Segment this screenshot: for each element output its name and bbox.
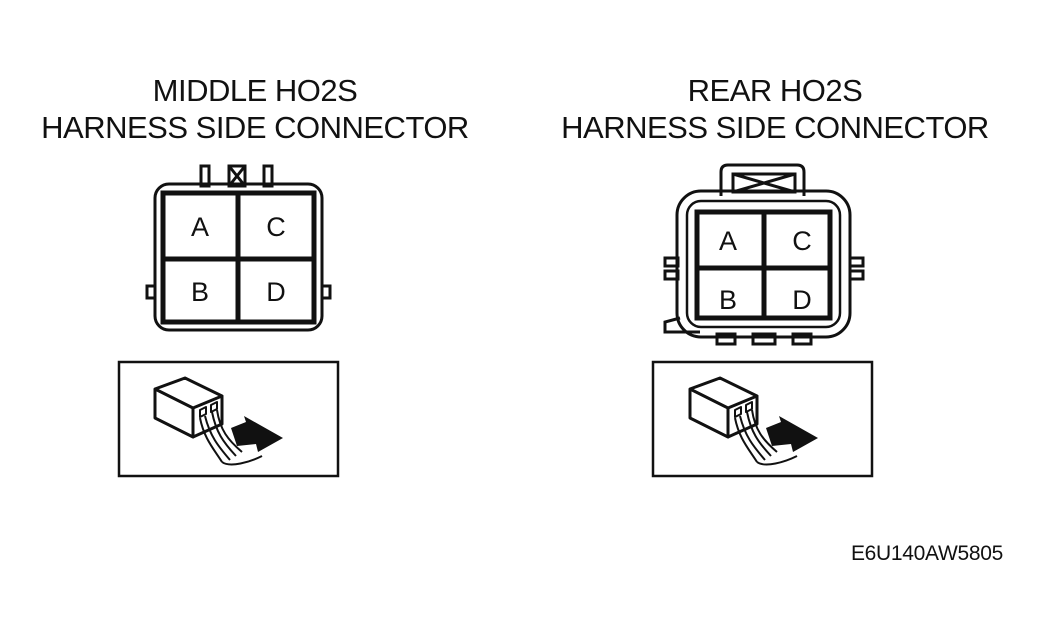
rear-connector-face xyxy=(663,163,865,346)
rear-view-direction-inset xyxy=(651,360,874,478)
rear-connector-3d-icon xyxy=(688,376,798,466)
rear-bottom-foot-middle xyxy=(751,332,777,346)
middle-ho2s-title-line1: MIDDLE HO2S xyxy=(152,73,358,108)
middle-connector-housing xyxy=(153,182,324,332)
rear-inset-frame xyxy=(651,360,874,478)
middle-ho2s-title-line2: HARNESS SIDE CONNECTOR xyxy=(41,110,469,145)
middle-side-ear-right xyxy=(322,284,332,300)
middle-pin-c: C xyxy=(266,212,286,242)
middle-pin-d: D xyxy=(266,277,286,307)
middle-side-ear-left xyxy=(145,284,155,300)
rear-key-rib xyxy=(663,316,700,334)
rear-ho2s-title-line1: REAR HO2S xyxy=(687,73,863,108)
middle-inset-frame xyxy=(117,360,340,478)
middle-pin-a: A xyxy=(191,212,209,242)
rear-side-tab-right-upper xyxy=(848,256,865,268)
rear-pin-c: C xyxy=(792,226,812,256)
rear-view-arrow-icon xyxy=(766,416,818,452)
middle-latch-tab-right xyxy=(262,164,274,188)
middle-latch-tab-left xyxy=(199,164,211,188)
middle-ho2s-title: MIDDLE HO2S HARNESS SIDE CONNECTOR xyxy=(20,72,490,146)
figure-code: E6U140AW5805 xyxy=(850,542,1003,565)
middle-view-direction-inset xyxy=(117,360,340,478)
rear-bottom-foot-right xyxy=(791,332,813,346)
rear-lock-x-icon xyxy=(731,172,797,194)
rear-lock-hood xyxy=(719,163,806,196)
rear-pin-b: B xyxy=(719,285,737,315)
rear-ho2s-title: REAR HO2S HARNESS SIDE CONNECTOR xyxy=(540,72,1010,146)
rear-connector-housing xyxy=(675,189,852,339)
middle-connector-3d-icon xyxy=(153,376,263,466)
rear-side-tab-right-lower xyxy=(848,269,865,281)
rear-bottom-foot-left xyxy=(715,332,737,346)
rear-ho2s-title-line2: HARNESS SIDE CONNECTOR xyxy=(561,110,989,145)
middle-connector-face xyxy=(145,164,332,332)
middle-pin-b: B xyxy=(191,277,209,307)
middle-view-arrow-icon xyxy=(231,416,283,452)
rear-pin-a: A xyxy=(719,226,737,256)
rear-pin-d: D xyxy=(792,285,812,315)
